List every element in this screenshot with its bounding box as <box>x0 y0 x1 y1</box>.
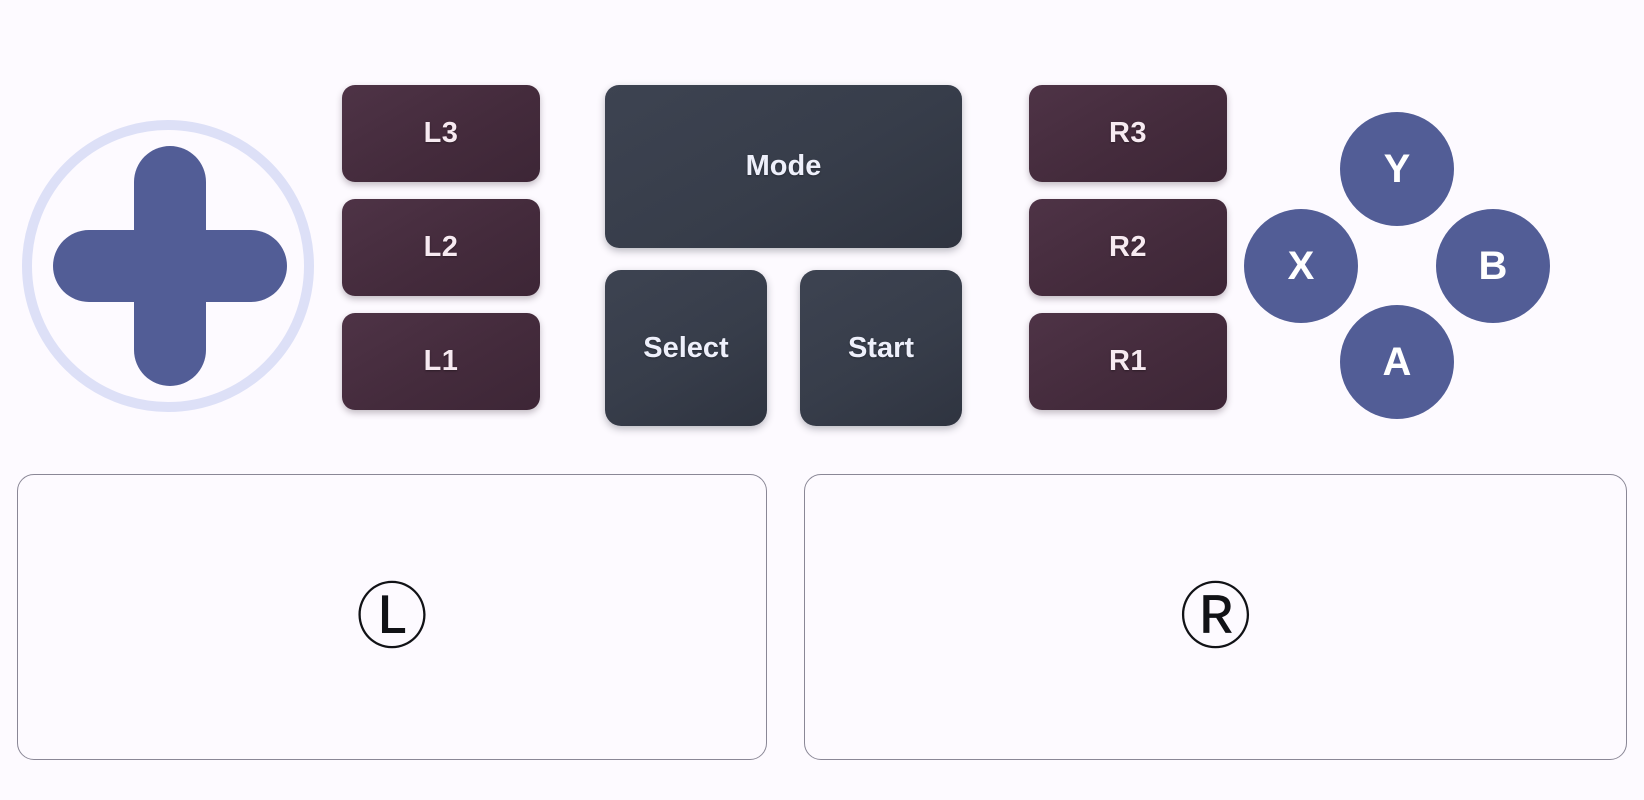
button-r3[interactable]: R3 <box>1029 85 1227 182</box>
button-mode[interactable]: Mode <box>605 85 962 248</box>
button-l3[interactable]: L3 <box>342 85 540 182</box>
circled-l-icon: Ⓛ <box>355 575 429 659</box>
system-button-group: Mode Select Start <box>605 85 965 426</box>
button-a[interactable]: A <box>1340 305 1454 419</box>
dpad-cross-icon <box>53 146 287 386</box>
button-select[interactable]: Select <box>605 270 767 426</box>
left-touchpad-area[interactable]: Ⓛ <box>17 474 767 760</box>
right-shoulder-button-column: R3 R2 R1 <box>1029 85 1227 410</box>
button-b[interactable]: B <box>1436 209 1550 323</box>
left-shoulder-button-column: L3 L2 L1 <box>342 85 540 410</box>
button-r2[interactable]: R2 <box>1029 199 1227 296</box>
button-x[interactable]: X <box>1244 209 1358 323</box>
button-y[interactable]: Y <box>1340 112 1454 226</box>
right-touchpad-area[interactable]: Ⓡ <box>804 474 1627 760</box>
button-start[interactable]: Start <box>800 270 962 426</box>
button-l2[interactable]: L2 <box>342 199 540 296</box>
select-start-row: Select Start <box>605 270 965 426</box>
button-l1[interactable]: L1 <box>342 313 540 410</box>
dpad-ring <box>22 120 314 412</box>
dpad[interactable] <box>22 120 314 412</box>
button-r1[interactable]: R1 <box>1029 313 1227 410</box>
face-button-cluster: Y X B A <box>1244 112 1550 419</box>
circled-r-icon: Ⓡ <box>1179 575 1252 659</box>
dpad-horizontal-bar <box>53 230 287 302</box>
